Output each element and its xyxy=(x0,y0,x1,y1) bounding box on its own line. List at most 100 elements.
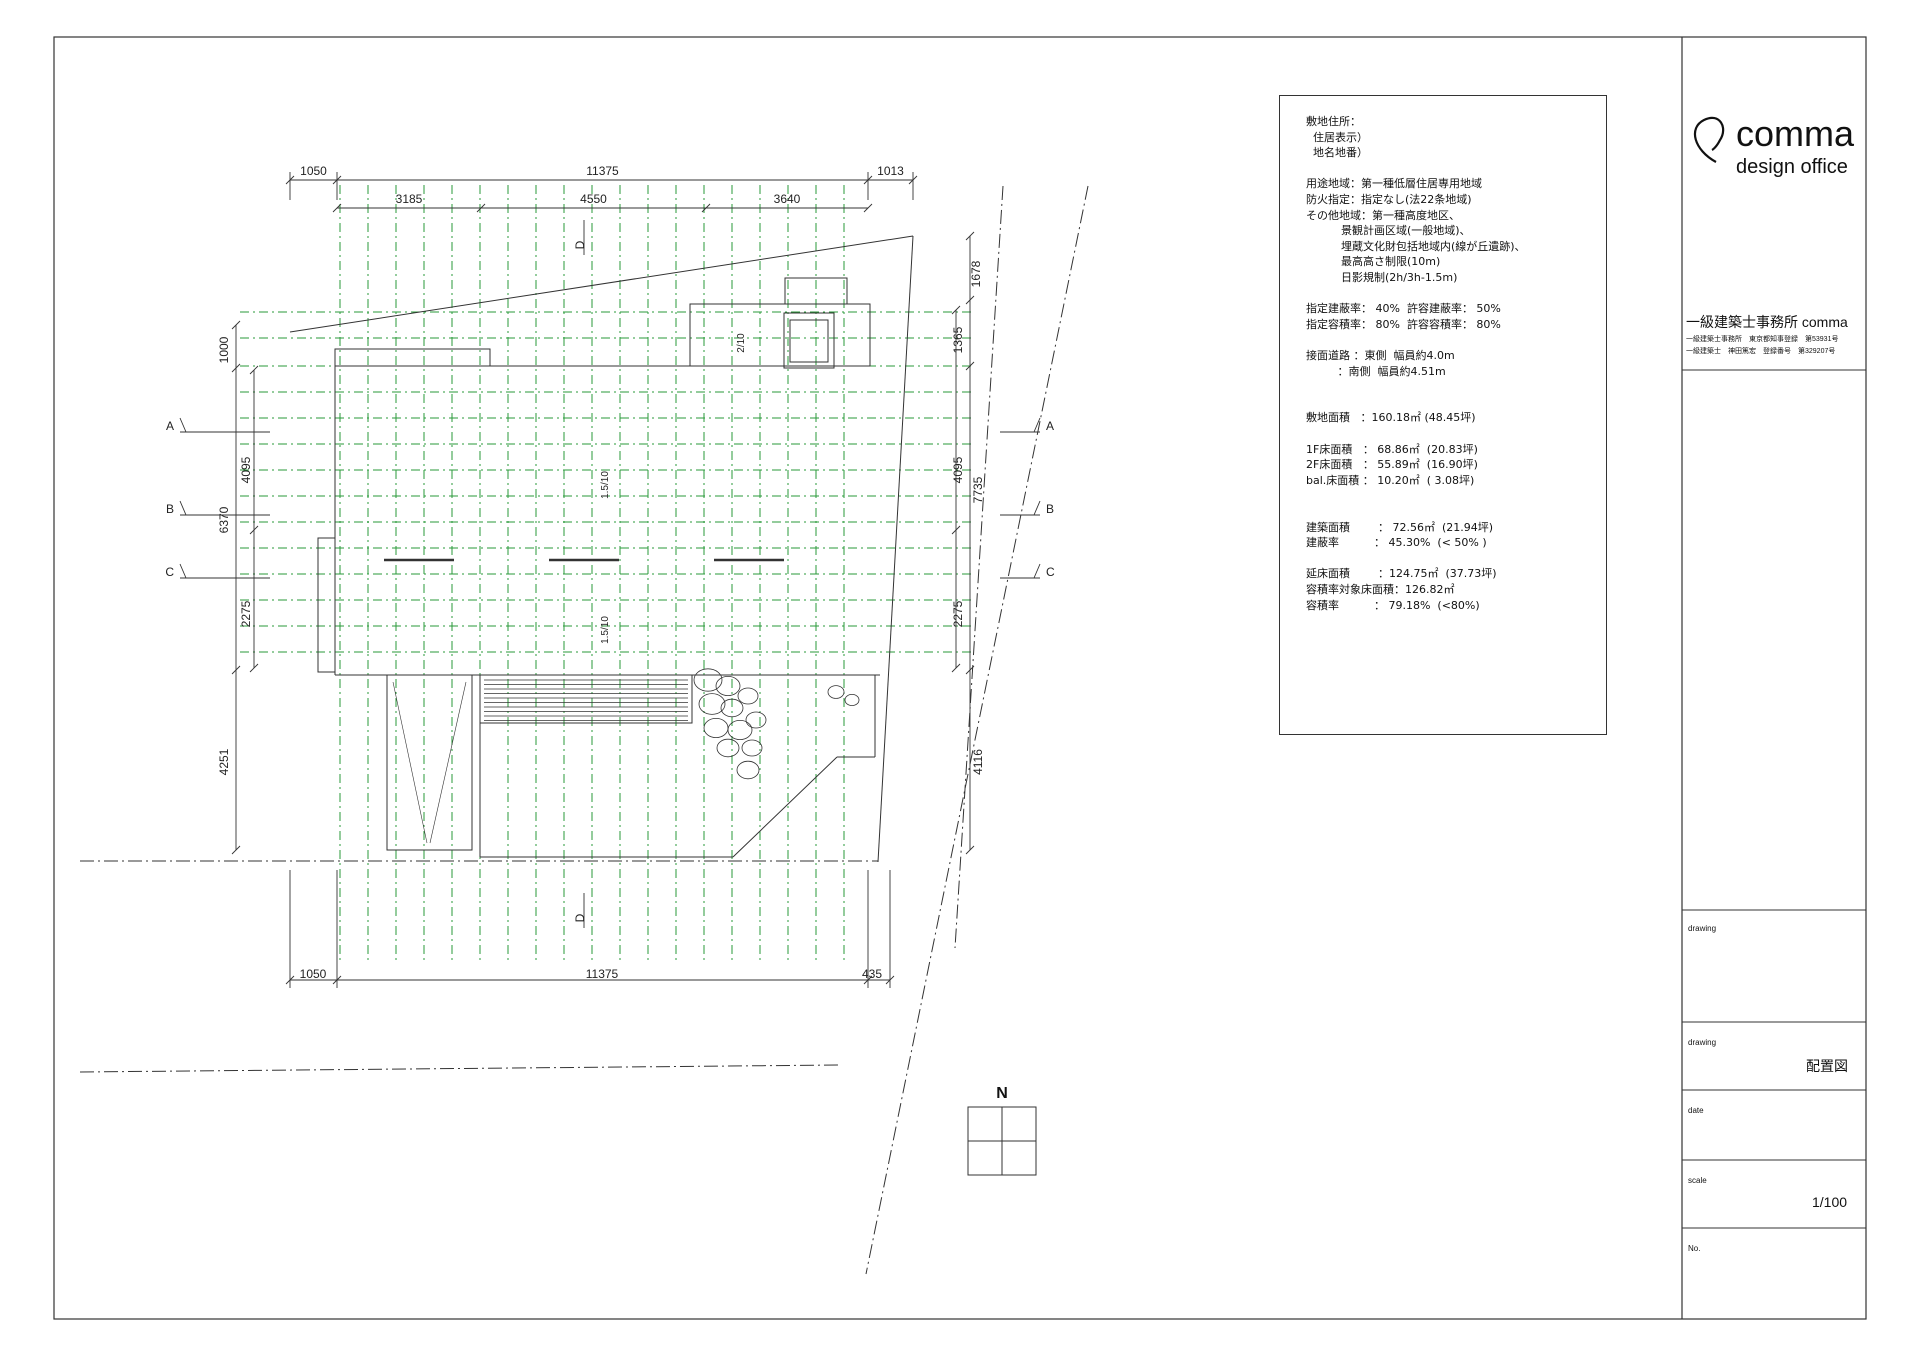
dimension-label-right: 1678 xyxy=(969,260,983,287)
site-info-line: 指定容積率： 80% 許容容積率： 80% xyxy=(1306,317,1501,331)
dimension-label-left: 4251 xyxy=(217,748,231,775)
paving-stone xyxy=(727,720,753,741)
section-label-right: B xyxy=(1046,502,1054,516)
paving-stone xyxy=(844,694,860,707)
paving-stone xyxy=(715,676,741,697)
paving-stone xyxy=(741,739,763,757)
roof-slope-label: 1.5/10 xyxy=(600,471,611,499)
dimension-label-bottom: 1050 xyxy=(300,967,327,981)
site-info-line: 住居表示） xyxy=(1306,130,1368,144)
site-info-line: 指定建蔽率： 40% 許容建蔽率： 50% xyxy=(1306,302,1501,316)
field-label-scale: scale xyxy=(1688,1176,1707,1185)
site-info-line: 建築面積 ： 72.56㎡ (21.94坪) xyxy=(1306,520,1494,534)
dimension-tick xyxy=(476,203,486,213)
section-label-left: C xyxy=(165,565,174,579)
sheet-border xyxy=(53,36,1867,1320)
dimension-label-right: 7735 xyxy=(971,476,985,503)
section-label-left: B xyxy=(166,502,174,516)
site-info-line: 敷地住所： xyxy=(1306,115,1361,128)
field-value-scale: 1/100 xyxy=(1812,1194,1848,1210)
section-arrow-right xyxy=(1033,563,1041,579)
section-arrow-right xyxy=(1033,500,1041,516)
dimension-tick xyxy=(863,203,873,213)
field-label-drawing-1: drawing xyxy=(1688,924,1717,933)
dimension-tick xyxy=(231,363,241,373)
paving-stone xyxy=(736,760,760,780)
dimension-label-top-grid: 3640 xyxy=(774,192,801,206)
site-info-line: 最高高さ制限(10m) xyxy=(1306,255,1441,269)
dimension-label-left: 2275 xyxy=(239,600,253,627)
paving-stone xyxy=(693,668,723,692)
title-block-lines xyxy=(1682,369,1866,1229)
dimension-lines xyxy=(231,172,975,988)
north-arrow xyxy=(967,1106,1037,1176)
site-info-line: 1F床面積 ： 68.86㎡ (20.83坪) xyxy=(1306,442,1478,456)
paving-stone xyxy=(737,687,759,705)
dimension-tick xyxy=(951,305,961,315)
section-arrow-left xyxy=(179,500,187,516)
roof-slope-labels: 1.5/10 1.5/10 2/10 xyxy=(600,333,747,644)
building-outline xyxy=(317,277,880,858)
section-d-label: D xyxy=(573,240,587,249)
section-arrow-right xyxy=(1033,417,1041,433)
site-info-line: 用途地域：第一種低層住居専用地域 xyxy=(1306,177,1482,191)
logo-text-comma: comma xyxy=(1736,113,1855,154)
logo-text-design-office: design office xyxy=(1736,156,1848,178)
dimension-label-right: 2275 xyxy=(951,600,965,627)
paving-stone xyxy=(716,738,740,758)
dimension-label-right: 4095 xyxy=(951,456,965,483)
dimension-tick xyxy=(231,665,241,675)
dimension-tick xyxy=(965,361,975,371)
site-info-line: ：南側 幅員約4.51m xyxy=(1306,364,1446,378)
section-d-label: D xyxy=(573,913,587,922)
north-label: N xyxy=(996,1085,1008,1102)
dimension-tick xyxy=(249,365,259,375)
dimension-tick xyxy=(965,295,975,305)
paving-stone xyxy=(698,693,726,715)
dimension-label-left: 6370 xyxy=(217,506,231,533)
dimension-label-right: 4116 xyxy=(971,749,985,775)
dimension-tick xyxy=(231,845,241,855)
roof-slope-label: 1.5/10 xyxy=(600,616,611,644)
dimension-label-bottom: 435 xyxy=(862,967,882,981)
green-grid-lines xyxy=(240,185,975,960)
dimension-label-top: 1050 xyxy=(300,164,327,178)
dimension-label-left: 1000 xyxy=(217,336,231,363)
site-info-line: 日影規制(2h/3h-1.5m) xyxy=(1306,271,1458,284)
dimension-tick xyxy=(249,663,259,673)
dimension-tick xyxy=(332,203,342,213)
paving-stone xyxy=(827,685,845,699)
dimension-tick xyxy=(701,203,711,213)
section-arrow-left xyxy=(179,563,187,579)
dimension-label-top-grid: 4550 xyxy=(580,192,607,206)
site-info-line: 景観計画区域(一般地域)、 xyxy=(1306,224,1471,238)
section-label-left: A xyxy=(166,419,174,433)
paving-stone xyxy=(703,718,729,739)
section-label-right: C xyxy=(1046,565,1055,579)
site-info-line: 地名地番） xyxy=(1306,146,1368,160)
field-value-drawing-title: 配置図 xyxy=(1806,1058,1848,1074)
dimension-tick xyxy=(965,665,975,675)
dimension-label-left: 4095 xyxy=(239,456,253,483)
site-boundary xyxy=(79,185,1089,1275)
dimension-label-bottom: 11375 xyxy=(586,967,619,981)
site-info-line: 延床面積 ：124.75㎡ (37.73坪) xyxy=(1306,567,1497,581)
dimension-label-top: 1013 xyxy=(877,164,904,178)
paving-stone xyxy=(720,698,744,718)
field-label-date: date xyxy=(1688,1106,1704,1115)
section-label-right: A xyxy=(1046,419,1054,433)
stone-paving xyxy=(693,668,860,780)
site-info-line: 敷地面積 ：160.18㎡ (48.45坪) xyxy=(1306,411,1476,425)
dimension-label-top: 11375 xyxy=(586,164,619,178)
dimension-tick xyxy=(249,525,259,535)
roof-slope-label: 2/10 xyxy=(736,333,747,353)
dimension-tick xyxy=(951,663,961,673)
registration-line-2: 一級建築士 神田篤宏 登録番号 第329207号 xyxy=(1686,348,1836,355)
field-label-drawing-2: drawing xyxy=(1688,1038,1717,1047)
office-name: 一級建築士事務所 comma xyxy=(1686,314,1848,330)
site-info-line: 建蔽率 ： 45.30% (< 50% ) xyxy=(1306,536,1487,550)
site-info-line: 防火指定：指定なし(法22条地域) xyxy=(1306,193,1472,206)
